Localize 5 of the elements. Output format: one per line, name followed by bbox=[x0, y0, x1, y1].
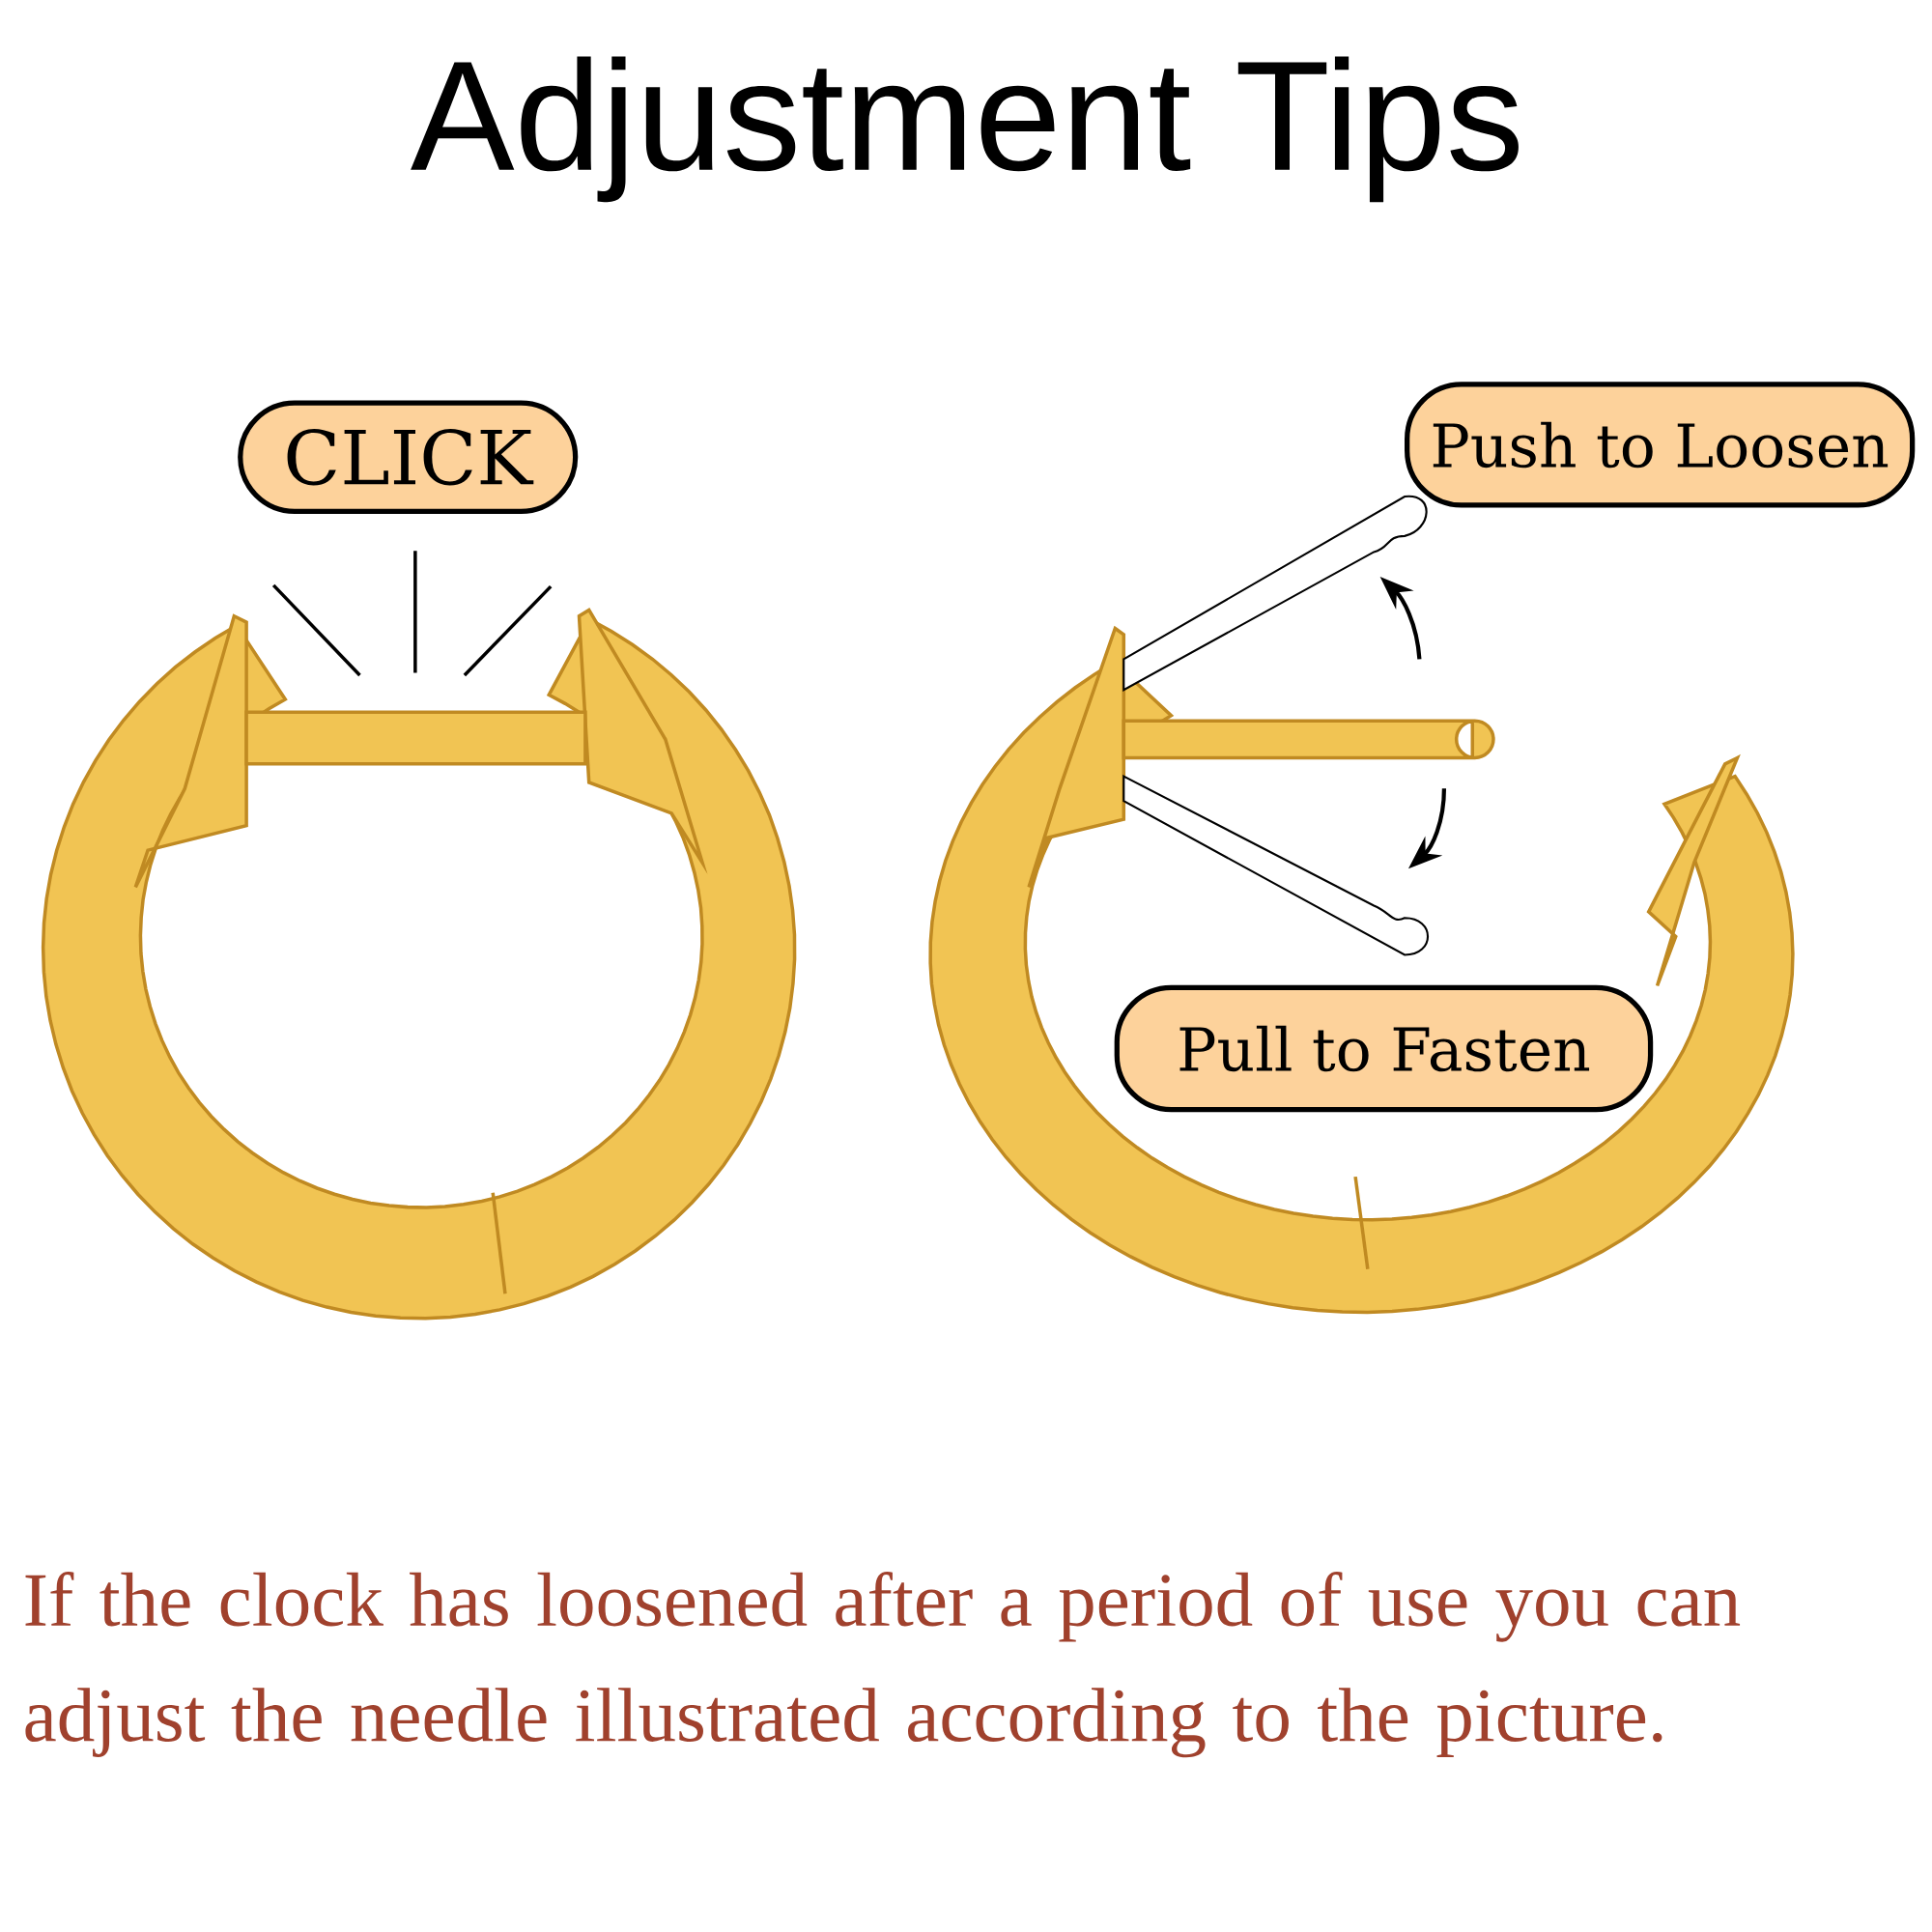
label-box: Pull to Fasten bbox=[1114, 984, 1654, 1113]
label-box: Push to Loosen bbox=[1405, 382, 1916, 508]
caption: If the clock has loosened after a period of use you can adjust the needle illustrated according to the picture. bbox=[25, 1572, 1741, 1758]
title: Adjustment Tips bbox=[411, 56, 1519, 203]
label-box: CLICK bbox=[238, 400, 579, 514]
